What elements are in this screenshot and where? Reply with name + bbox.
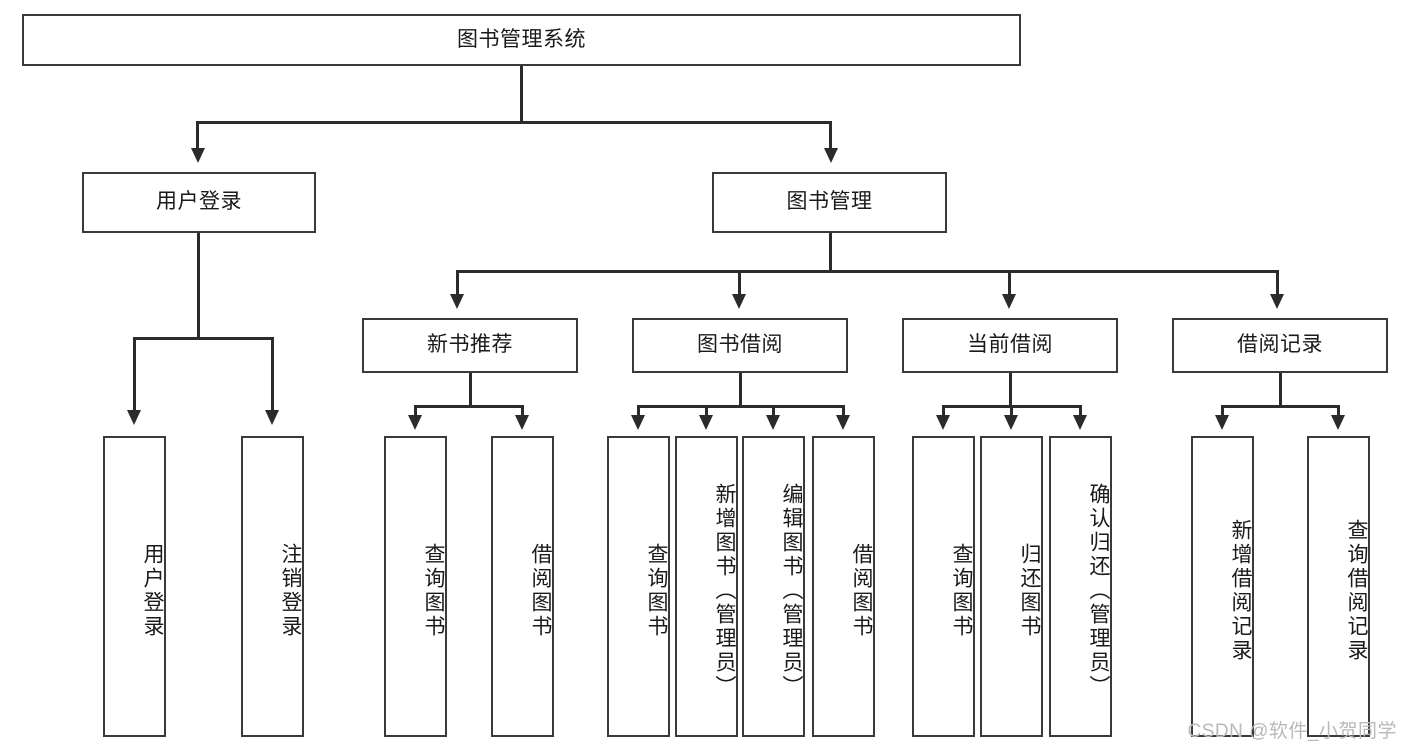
node-book-borrow-label: 图书借阅 [697, 333, 783, 357]
edge-to-user-login [196, 121, 199, 151]
edge-bb-bus [637, 405, 845, 408]
edge-user-login-stem [197, 233, 200, 339]
edge-cb-drop-2 [1010, 405, 1013, 417]
node-book-borrow[interactable]: 图书借阅 [632, 318, 848, 373]
node-leaf-logout-login[interactable]: 注销登录 [241, 436, 304, 737]
edge-nbr-drop-1 [414, 405, 417, 417]
arrowhead-book-manage [824, 148, 838, 163]
edge-to-book-manage [829, 121, 832, 151]
node-current-borrow-label: 当前借阅 [967, 333, 1053, 357]
edge-bb-drop-2 [705, 405, 708, 417]
arrowhead-leaf-add-record [1215, 415, 1229, 430]
arrowhead-user-login [191, 148, 205, 163]
node-leaf-query-book-3-label: 查询图书 [950, 542, 973, 639]
node-leaf-edit-book[interactable]: 编辑图书（管理员） [742, 436, 805, 737]
node-borrow-record[interactable]: 借阅记录 [1172, 318, 1388, 373]
arrowhead-leaf-user-login [127, 410, 141, 425]
node-leaf-add-book[interactable]: 新增图书（管理员） [675, 436, 738, 737]
node-leaf-return-book[interactable]: 归还图书 [980, 436, 1043, 737]
node-leaf-add-record-label: 新增借阅记录 [1229, 518, 1252, 663]
edge-level3-drop-1 [456, 270, 459, 296]
node-leaf-query-book-1-label: 查询图书 [422, 542, 445, 639]
node-leaf-edit-book-label: 编辑图书（管理员） [780, 482, 803, 699]
edge-br-bus [1221, 405, 1340, 408]
edge-root-stem [520, 66, 523, 121]
edge-bb-drop-4 [842, 405, 845, 417]
edge-nbr-stem [469, 373, 472, 408]
node-borrow-record-label: 借阅记录 [1237, 333, 1323, 357]
arrowhead-leaf-edit-book [766, 415, 780, 430]
arrowhead-leaf-query-book-3 [936, 415, 950, 430]
node-leaf-borrow-book-1-label: 借阅图书 [529, 542, 552, 639]
edge-user-login-bus [133, 337, 274, 340]
edge-cb-stem [1009, 373, 1012, 408]
node-new-book-recommend-label: 新书推荐 [427, 333, 513, 357]
node-leaf-query-book-1[interactable]: 查询图书 [384, 436, 447, 737]
edge-user-login-drop-1 [133, 337, 136, 412]
arrowhead-leaf-confirm-return [1073, 415, 1087, 430]
node-leaf-query-record[interactable]: 查询借阅记录 [1307, 436, 1370, 737]
node-leaf-confirm-return[interactable]: 确认归还（管理员） [1049, 436, 1112, 737]
edge-level3-bus [456, 270, 1279, 273]
arrowhead-borrow-record [1270, 294, 1284, 309]
node-user-login-label: 用户登录 [156, 190, 242, 214]
node-book-manage[interactable]: 图书管理 [712, 172, 947, 233]
edge-bb-drop-3 [772, 405, 775, 417]
edge-level3-drop-4 [1276, 270, 1279, 296]
arrowhead-leaf-borrow-book-1 [515, 415, 529, 430]
edge-cb-drop-3 [1079, 405, 1082, 417]
node-leaf-borrow-book-2[interactable]: 借阅图书 [812, 436, 875, 737]
edge-user-login-drop-2 [271, 337, 274, 412]
node-current-borrow[interactable]: 当前借阅 [902, 318, 1118, 373]
arrowhead-book-borrow [732, 294, 746, 309]
edge-cb-drop-1 [942, 405, 945, 417]
node-user-login[interactable]: 用户登录 [82, 172, 316, 233]
edge-bb-stem [739, 373, 742, 408]
arrowhead-leaf-add-book [699, 415, 713, 430]
arrowhead-leaf-borrow-book-2 [836, 415, 850, 430]
arrowhead-new-book-recommend [450, 294, 464, 309]
node-new-book-recommend[interactable]: 新书推荐 [362, 318, 578, 373]
edge-book-manage-stem [829, 233, 832, 272]
node-leaf-add-record[interactable]: 新增借阅记录 [1191, 436, 1254, 737]
node-root-label: 图书管理系统 [457, 27, 586, 51]
node-leaf-query-book-2[interactable]: 查询图书 [607, 436, 670, 737]
node-leaf-query-record-label: 查询借阅记录 [1345, 518, 1368, 663]
arrowhead-leaf-logout-login [265, 410, 279, 425]
edge-br-stem [1279, 373, 1282, 408]
node-leaf-borrow-book-1[interactable]: 借阅图书 [491, 436, 554, 737]
arrowhead-current-borrow [1002, 294, 1016, 309]
arrowhead-leaf-query-book-1 [408, 415, 422, 430]
node-root[interactable]: 图书管理系统 [22, 14, 1021, 66]
edge-level3-drop-2 [738, 270, 741, 296]
edge-br-drop-1 [1221, 405, 1224, 417]
edge-nbr-drop-2 [521, 405, 524, 417]
node-leaf-user-login[interactable]: 用户登录 [103, 436, 166, 737]
node-leaf-confirm-return-label: 确认归还（管理员） [1087, 482, 1110, 699]
node-leaf-query-book-3[interactable]: 查询图书 [912, 436, 975, 737]
edge-bb-drop-1 [637, 405, 640, 417]
node-leaf-return-book-label: 归还图书 [1018, 542, 1041, 639]
arrowhead-leaf-return-book [1004, 415, 1018, 430]
arrowhead-leaf-query-book-2 [631, 415, 645, 430]
node-leaf-add-book-label: 新增图书（管理员） [713, 482, 736, 699]
edge-nbr-bus [414, 405, 524, 408]
node-leaf-user-login-label: 用户登录 [141, 542, 164, 639]
edge-br-drop-2 [1337, 405, 1340, 417]
arrowhead-leaf-query-record [1331, 415, 1345, 430]
edge-level3-drop-3 [1008, 270, 1011, 296]
node-leaf-borrow-book-2-label: 借阅图书 [850, 542, 873, 639]
node-book-manage-label: 图书管理 [786, 190, 873, 214]
node-leaf-logout-login-label: 注销登录 [279, 542, 302, 639]
node-leaf-query-book-2-label: 查询图书 [645, 542, 668, 639]
edge-level2-bus [196, 121, 832, 124]
